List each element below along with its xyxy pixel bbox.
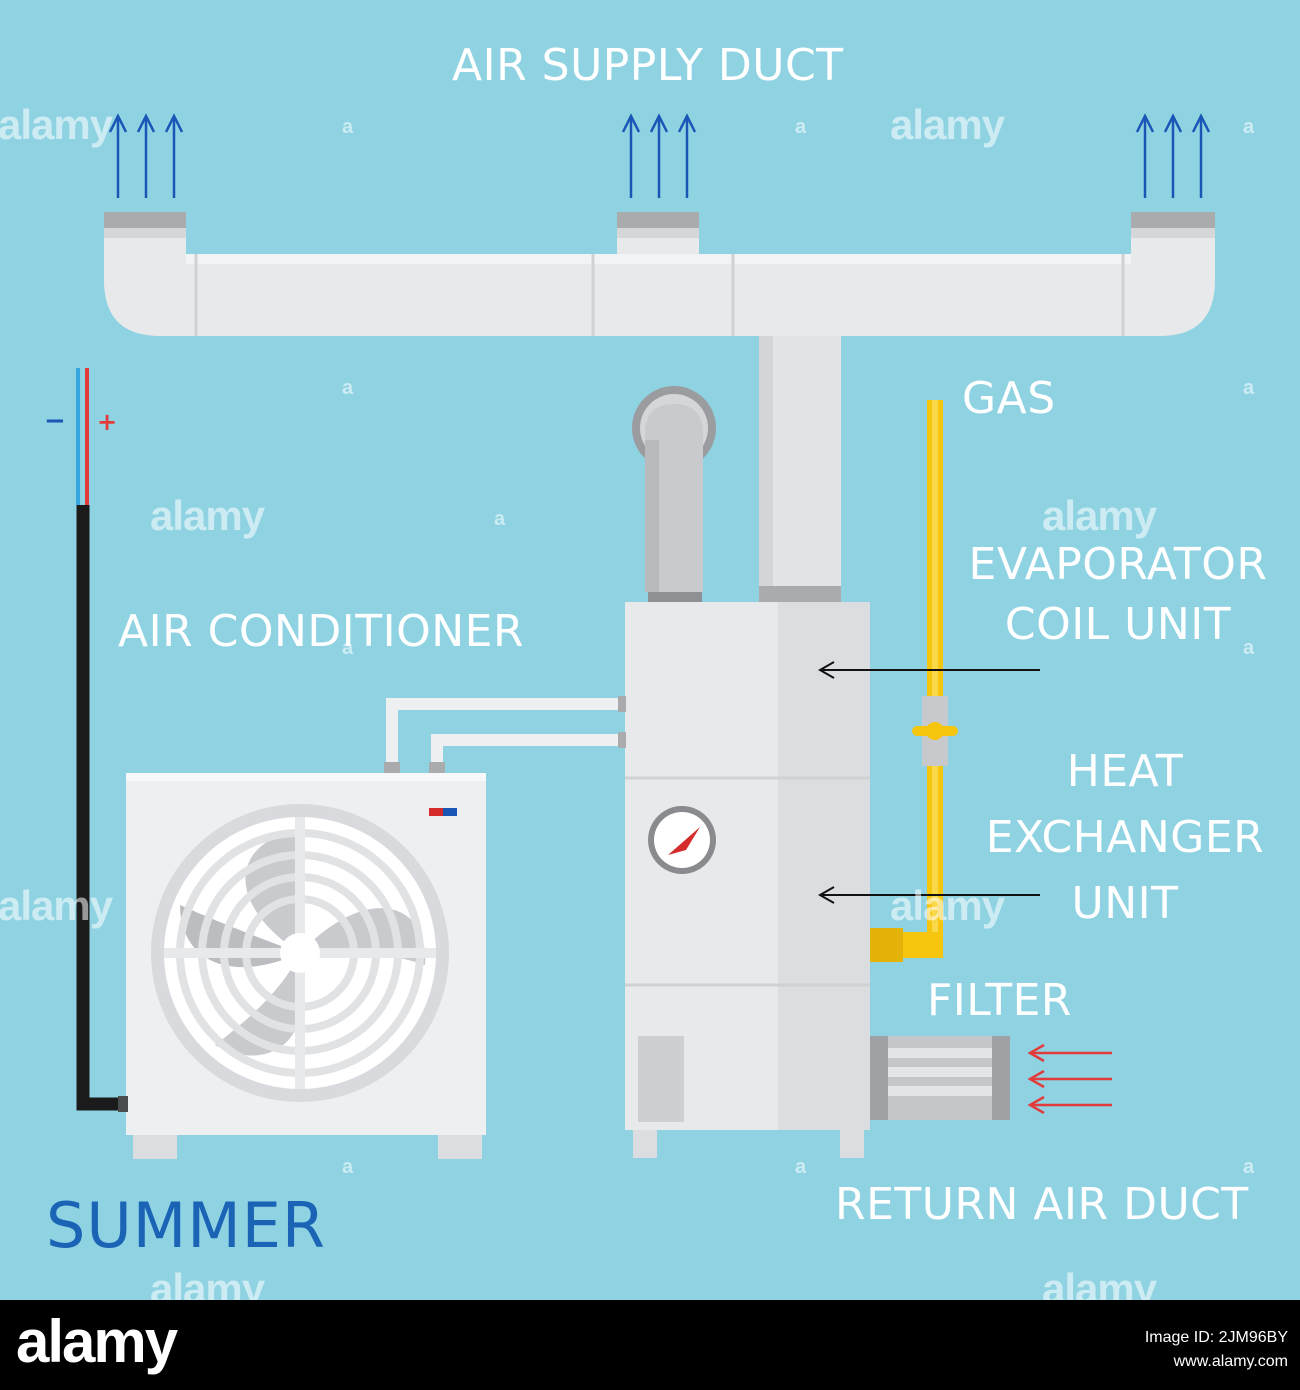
watermark-mark: a — [1243, 377, 1255, 399]
watermark-logo: alamy — [0, 101, 113, 148]
polarity-minus: − — [44, 406, 66, 436]
flue-pipe — [632, 386, 716, 604]
gas-pipe — [869, 400, 958, 962]
watermark-mark: a — [494, 508, 506, 530]
furnace-unit — [625, 602, 870, 1158]
label-return-air-duct: RETURN AIR DUCT — [835, 1179, 1249, 1230]
polarity-plus: + — [97, 408, 118, 436]
watermark-logo: alamy — [890, 101, 1005, 148]
power-cable — [76, 368, 128, 1112]
watermark-mark: a — [342, 377, 354, 399]
label-gas: GAS — [962, 373, 1056, 424]
label-evaporator-coil-unit: EVAPORATOR COIL UNIT — [962, 543, 1274, 647]
heat-exchanger-pointer-arrow — [817, 886, 1040, 904]
label-filter: FILTER — [927, 975, 1072, 1026]
watermark-logo: alamy — [0, 882, 113, 929]
supply-airflow-arrows-left — [108, 113, 184, 198]
label-heat-exchanger-unit: HEAT EXCHANGER UNIT — [975, 750, 1275, 926]
footer-bar: alamy Image ID: 2JM96BY www.alamy.com — [0, 1300, 1300, 1390]
label-evaporator-line-1: EVAPORATOR — [968, 539, 1268, 590]
footer-logo: alamy — [16, 1308, 178, 1375]
supply-airflow-arrows-middle — [621, 113, 697, 198]
return-air-duct — [870, 1036, 1010, 1120]
label-evaporator-line-2: COIL UNIT — [1004, 599, 1232, 650]
label-heat-line-3: UNIT — [1071, 878, 1179, 929]
refrigerant-lines — [386, 698, 625, 770]
hvac-diagram — [76, 113, 1215, 1159]
watermark-logo: alamy — [1042, 492, 1157, 539]
return-airflow-arrows — [1027, 1043, 1112, 1115]
label-air-conditioner: AIR CONDITIONER — [118, 606, 525, 657]
label-heat-line-2: EXCHANGER — [985, 812, 1265, 863]
supply-airflow-arrows-right — [1135, 113, 1211, 198]
watermark-logo: alamy — [890, 882, 1005, 929]
watermark-mark: a — [795, 116, 807, 138]
footer-url: www.alamy.com — [1173, 1353, 1288, 1370]
season-title: SUMMER — [46, 1189, 326, 1262]
watermark-mark: a — [342, 116, 354, 138]
label-heat-line-1: HEAT — [1066, 746, 1184, 797]
evaporator-pointer-arrow — [817, 661, 1040, 679]
pressure-gauge-icon — [648, 806, 716, 874]
footer-image-id: Image ID: 2JM96BY — [1144, 1329, 1288, 1346]
watermark-mark: a — [342, 637, 354, 659]
watermark-mark: a — [342, 1156, 354, 1178]
watermark-mark: a — [1243, 1156, 1255, 1178]
watermark-logo: alamy — [150, 492, 265, 539]
watermark-mark: a — [1243, 637, 1255, 659]
fan-icon — [151, 804, 449, 1102]
air-supply-duct — [104, 212, 1215, 602]
watermark-mark: a — [795, 1156, 807, 1178]
label-air-supply-duct: AIR SUPPLY DUCT — [452, 40, 844, 91]
watermark-mark: a — [1243, 116, 1255, 138]
